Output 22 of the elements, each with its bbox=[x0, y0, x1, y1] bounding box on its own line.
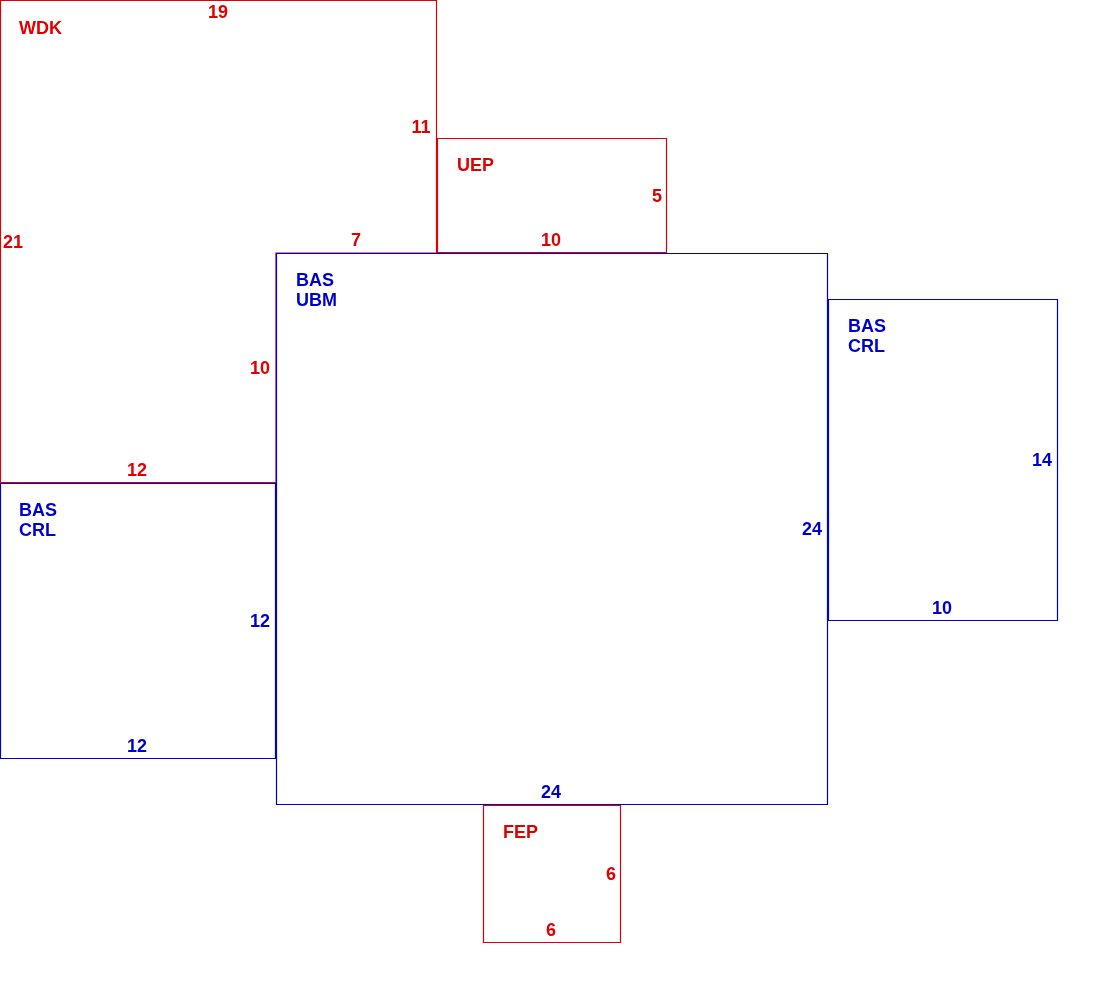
room-name: BAS UBM bbox=[296, 270, 337, 310]
dimension-label: 12 bbox=[127, 460, 147, 480]
dimension-label: 6 bbox=[606, 864, 616, 884]
room-name: UEP bbox=[457, 155, 494, 175]
dimension-label: 6 bbox=[546, 920, 556, 940]
dimension-label: 11 bbox=[411, 117, 431, 137]
room-name: BAS CRL bbox=[848, 316, 886, 356]
dimension-label: 7 bbox=[351, 230, 361, 250]
room-name: FEP bbox=[503, 822, 538, 842]
dimension-label: 12 bbox=[250, 611, 270, 631]
room-name: BAS CRL bbox=[19, 500, 57, 540]
dimension-label: 10 bbox=[250, 358, 270, 378]
dimension-label: 21 bbox=[3, 232, 23, 252]
dimension-label: 14 bbox=[1032, 450, 1052, 470]
dimension-label: 12 bbox=[127, 736, 147, 756]
dimension-label: 19 bbox=[208, 2, 228, 22]
dimension-label: 10 bbox=[932, 598, 952, 618]
dimension-label: 5 bbox=[652, 186, 662, 206]
dimension-label: 24 bbox=[541, 782, 561, 802]
room-name: WDK bbox=[19, 18, 62, 38]
dimension-label: 24 bbox=[802, 519, 822, 539]
dimension-label: 10 bbox=[541, 230, 561, 250]
